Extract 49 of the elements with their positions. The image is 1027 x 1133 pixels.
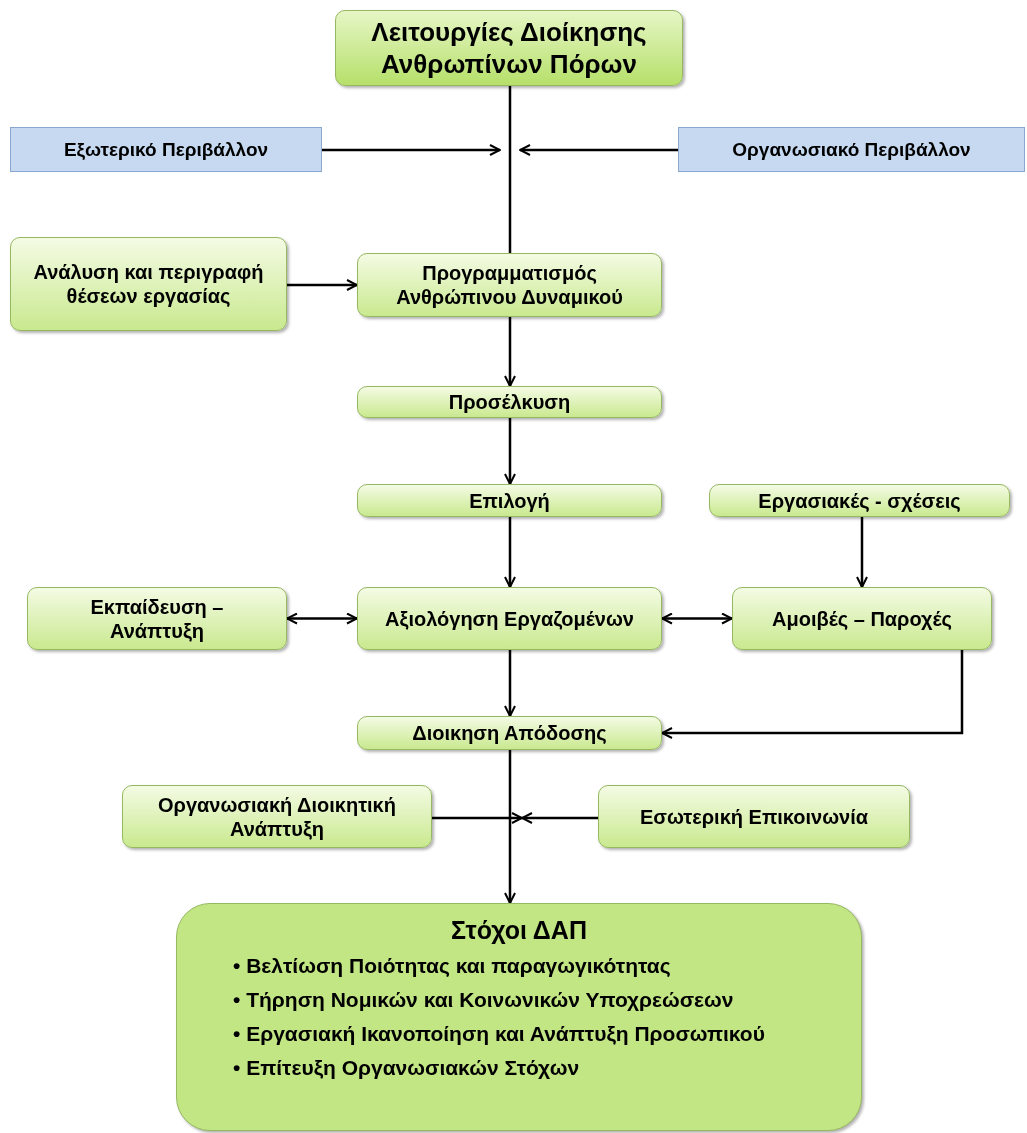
box-label: Αξιολόγηση Εργαζομένων — [385, 606, 634, 631]
arrow — [504, 750, 516, 904]
box-label: Εσωτερική Επικοινωνία — [639, 804, 869, 829]
arrow — [322, 144, 501, 156]
goal-item: • Εργασιακή Ικανοποίηση και Ανάπτυξη Προσωπικού — [233, 1021, 766, 1047]
box-label: Ανάλυση και περιγραφή θέσεων εργασίας — [32, 260, 265, 308]
arrow — [856, 517, 868, 588]
arrow — [504, 650, 516, 717]
box-label: Λειτουργίες Διοίκησης Ανθρωπίνων Πόρων — [370, 16, 648, 80]
box-label: Εκπαίδευση – Ανάπτυξη — [89, 594, 225, 643]
box-label: Εξωτερικό Περιβάλλον — [63, 138, 269, 161]
goal-item: • Βελτίωση Ποιότητας και παραγωγικότητας — [233, 953, 672, 979]
arrow — [432, 812, 523, 824]
process-box — [122, 785, 432, 848]
box-label: Οργανωσιακό Περιβάλλον — [732, 138, 971, 161]
environment-box — [678, 127, 1025, 172]
arrow — [519, 144, 678, 156]
arrow — [521, 812, 598, 824]
arrow — [661, 650, 964, 739]
process-box — [598, 785, 910, 848]
box-label: Εργασιακές - σχέσεις — [758, 488, 961, 513]
process-box — [27, 587, 287, 650]
arrow — [661, 612, 733, 625]
process-box — [709, 484, 1010, 517]
arrow — [286, 612, 358, 625]
box-label: Προγραμματισμός Ανθρώπινου Δυναμικού — [395, 261, 624, 309]
box-label: Προσέλκυση — [448, 390, 571, 414]
box-label: Οργανωσιακή Διοικητική Ανάπτυξη — [157, 792, 397, 841]
process-box — [732, 587, 992, 650]
box-label: Διοικηση Απόδοσης — [412, 721, 607, 745]
process-box — [10, 237, 287, 331]
process-box — [357, 484, 662, 517]
arrow — [504, 517, 516, 588]
box-label: Αμοιβές – Παροχές — [772, 606, 952, 631]
goals-heading: Στόχοι ΔΑΠ — [450, 916, 588, 945]
process-box — [357, 587, 662, 650]
goal-item: • Τήρηση Νομικών και Κοινωνικών Υποχρεώσεων — [233, 987, 735, 1013]
arrow — [504, 317, 516, 387]
title-box — [335, 10, 683, 86]
box-label: Επιλογή — [469, 488, 550, 513]
arrow — [287, 279, 358, 291]
process-box — [357, 716, 662, 750]
process-box — [357, 386, 662, 418]
goals-box — [176, 903, 862, 1131]
environment-box — [10, 127, 322, 172]
goal-item: • Επίτευξη Οργανωσιακών Στόχων — [233, 1055, 581, 1081]
process-box — [357, 253, 662, 317]
connector-line — [508, 86, 512, 253]
arrow — [504, 418, 516, 485]
